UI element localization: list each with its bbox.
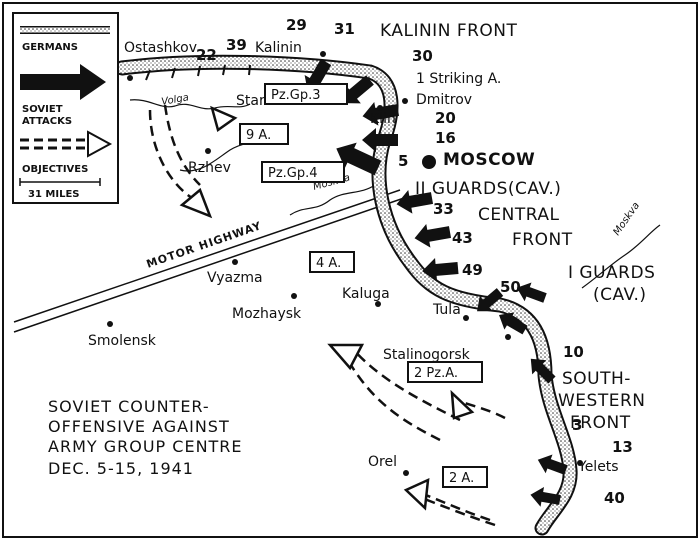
front-central-1: CENTRAL [478,205,559,225]
front-line [114,54,578,536]
legend-germans: GERMANS [22,42,78,53]
legend-soviet: SOVIET [22,104,63,115]
legend-objectives: OBJECTIVES [22,164,88,175]
army-50: 50 [500,278,521,296]
unit-2pza: 2 Pz.A. [414,366,458,381]
army-22: 22 [196,46,217,64]
title-line-1: SOVIET COUNTER- [48,397,210,416]
city-smolensk: Smolensk [88,333,157,349]
city-rzhev: Rzhev [188,160,231,176]
title-line-3: ARMY GROUP CENTRE [48,437,243,456]
army-13: 13 [612,438,633,456]
army-39: 39 [226,36,247,54]
front-sw-3: FRONT [570,413,631,433]
army-31: 31 [334,20,355,38]
city-moscow: MOSCOW [443,150,535,170]
legend: GERMANS SOVIET ATTACKS OBJECTIVES 31 MIL… [12,12,119,204]
army-49: 49 [462,261,483,279]
volga-label: Volga [161,92,190,108]
legend-attacks: ATTACKS [22,116,72,127]
legend-scale: 31 MILES [28,189,79,200]
army-3: 3 [572,416,582,434]
unit-4a: 4 A. [316,256,341,271]
unit-2a: 2 A. [449,471,474,486]
german-units: Pz.Gp.3 9 A. Pz.Gp.4 4 A. 2 Pz.A. 2 A. [239,83,488,488]
city-kaluga: Kaluga [342,286,390,302]
city-yelets: Yelets [577,459,619,475]
army-i-guards-2: (CAV.) [593,285,647,305]
city-mozhaysk: Mozhaysk [232,306,302,322]
army-i-guards-1: I GUARDS [568,263,655,283]
army-40: 40 [604,489,625,507]
front-kalinin: KALININ FRONT [380,21,518,41]
army-10: 10 [563,343,584,361]
moskva-river-west [289,184,376,216]
unit-9a: 9 A. [246,128,271,143]
title-line-4: DEC. 5-15, 1941 [48,459,194,478]
city-orel: Orel [368,454,397,470]
legend-attack-arrow [20,64,106,100]
front-sw-2: WESTERN [558,391,646,411]
front-sw-1: SOUTH- [562,369,631,389]
army-30: 30 [412,47,433,65]
soviet-attacks [304,59,568,507]
army-ii-guards: II GUARDS(CAV.) [415,179,561,199]
army-1-striking: 1 Striking A. [416,71,501,87]
city-kalinin: Kalinin [255,40,302,56]
army-5: 5 [398,152,408,170]
map-title: SOVIET COUNTER- OFFENSIVE AGAINST ARMY G… [48,397,243,478]
city-klin: Klin [370,111,396,127]
army-29: 29 [286,16,307,34]
city-dmitrov: Dmitrov [416,92,472,108]
army-33: 33 [433,200,454,218]
army-43: 43 [452,229,473,247]
city-tula: Tula [432,302,461,318]
city-ostashkov: Ostashkov [124,40,197,56]
city-stalinogorsk: Stalinogorsk [383,347,471,363]
unit-pzgp3: Pz.Gp.3 [271,88,321,103]
moskva-river-east [581,224,661,289]
volga-river [129,99,251,110]
army-16: 16 [435,129,456,147]
front-central-2: FRONT [512,230,573,250]
army-20: 20 [435,109,456,127]
city-vyazma: Vyazma [207,270,263,286]
unit-pzgp4: Pz.Gp.4 [268,166,318,181]
objective-heads [179,105,475,511]
title-line-2: OFFENSIVE AGAINST [48,417,230,436]
legend-objective-arrow [87,130,113,158]
